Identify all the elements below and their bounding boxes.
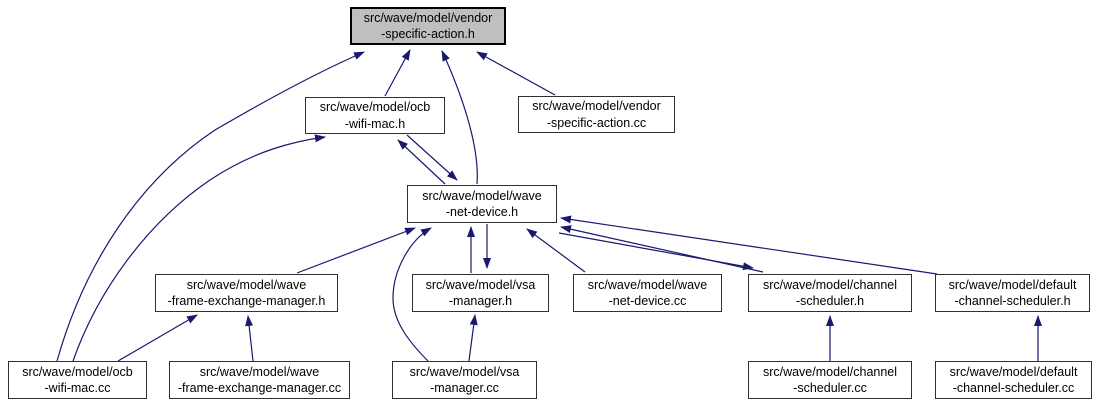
edge-vsa-manager-cc-to-wave-net-device-h [392,227,432,362]
node-vsa-manager-h[interactable]: src/wave/model/vsa -manager.h [412,274,549,312]
node-label-line1: src/wave/model/wave [199,364,320,379]
edge-default-channel-scheduler-h-to-wave-net-device-h [560,215,938,275]
node-channel-scheduler-cc[interactable]: src/wave/model/channel -scheduler.cc [748,361,912,399]
node-label-line1: src/wave/model/vendor [363,10,493,25]
node-label-line2: -specific-action.cc [546,115,647,130]
node-vendor-specific-action-h: src/wave/model/vendor -specific-action.h [350,7,506,45]
node-ocb-wifi-mac-h[interactable]: src/wave/model/ocb -wifi-mac.h [305,97,445,134]
node-default-channel-scheduler-cc[interactable]: src/wave/model/default -channel-schedule… [935,361,1092,399]
edge-ocb-wifi-mac-cc-to-ocb-wifi-mac-h [72,134,326,362]
node-label-line1: src/wave/model/wave [587,277,708,292]
node-label-line2: -manager.cc [430,381,499,395]
node-wave-net-device-h[interactable]: src/wave/model/wave -net-device.h [407,185,557,223]
edge-vendor-specific-action-cc-to-vendor-specific-action-h [476,51,556,96]
node-label-line1: src/wave/model/vendor [532,99,661,114]
node-label-line1: src/wave/model/channel [762,277,898,292]
node-label-line2: -channel-scheduler.h [954,294,1071,308]
node-wave-net-device-cc[interactable]: src/wave/model/wave -net-device.cc [573,274,722,312]
node-vendor-specific-action-cc[interactable]: src/wave/model/vendor -specific-action.c… [518,96,675,133]
node-label-line1: src/wave/model/default [948,277,1077,292]
node-label-line2: -net-device.cc [608,294,687,308]
node-label-line1: src/wave/model/vsa [409,364,520,379]
node-label-line2: -net-device.h [445,205,519,219]
node-label-line1: src/wave/model/ocb [319,100,431,115]
node-label-line2: -frame-exchange-manager.h [167,294,326,308]
edge-wave-frame-exchange-manager-h-to-wave-net-device-h [296,227,416,274]
node-wave-frame-exchange-manager-cc[interactable]: src/wave/model/wave -frame-exchange-mana… [169,361,350,399]
edge-vsa-manager-cc-to-vsa-manager-h [468,314,478,362]
edge-wave-frame-exchange-manager-cc-to-wave-frame-exchange-manager-h [245,315,254,362]
node-label-line2: -manager.h [448,294,513,308]
node-default-channel-scheduler-h[interactable]: src/wave/model/default -channel-schedule… [935,274,1090,312]
node-ocb-wifi-mac-cc[interactable]: src/wave/model/ocb -wifi-mac.cc [8,361,147,399]
edge-channel-scheduler-h-to-wave-net-device-h [560,225,764,273]
edge-ocb-wifi-mac-h-to-vendor-specific-action-h [384,49,411,97]
node-label-line1: src/wave/model/vsa [425,277,536,292]
node-label-line1: src/wave/model/channel [762,364,898,379]
node-label-line1: src/wave/model/ocb [22,364,133,379]
node-label-line2: -scheduler.h [795,294,865,308]
node-vsa-manager-cc[interactable]: src/wave/model/vsa -manager.cc [392,361,537,399]
node-label-line1: src/wave/model/wave [186,277,307,292]
node-label-line2: -scheduler.cc [793,381,867,395]
node-label-line2: -wifi-mac.h [344,116,406,131]
node-label-line2: -wifi-mac.cc [44,381,111,395]
node-label-line2: -frame-exchange-manager.cc [177,381,342,395]
edge-wave-net-device-cc-to-wave-net-device-h [526,228,586,273]
edge-wave-net-device-h-to-ocb-wifi-mac-h [397,139,446,185]
node-wave-frame-exchange-manager-h[interactable]: src/wave/model/wave -frame-exchange-mana… [155,274,338,312]
edge-wave-net-device-h-to-channel-scheduler-h [558,232,754,271]
node-label-line1: src/wave/model/default [949,364,1078,379]
node-label-line2: -specific-action.h [381,27,475,41]
edge-ocb-wifi-mac-h-to-wave-net-device-h [406,134,458,181]
node-label-line2: -channel-scheduler.cc [952,381,1075,395]
edge-ocb-wifi-mac-cc-to-vendor-specific-action-h [56,51,365,362]
edge-wave-net-device-h-to-vendor-specific-action-h [441,50,478,185]
node-label-line1: src/wave/model/wave [422,188,542,203]
node-channel-scheduler-h[interactable]: src/wave/model/channel -scheduler.h [748,274,912,312]
edge-ocb-wifi-mac-cc-to-wave-frame-exchange-manager-h [117,314,198,362]
